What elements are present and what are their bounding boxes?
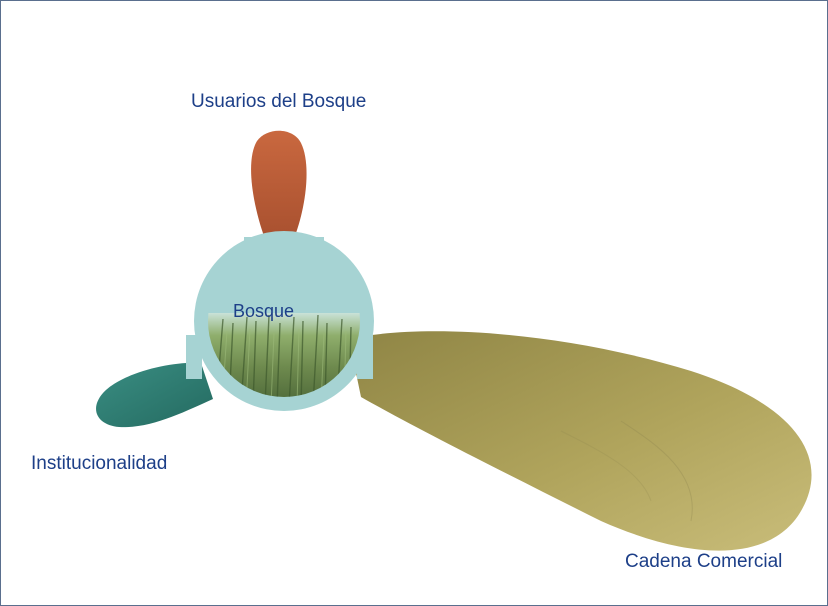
forest-photo bbox=[201, 313, 371, 406]
forest-users-label: Usuarios del Bosque bbox=[191, 91, 366, 113]
forest-users-blade bbox=[251, 131, 306, 241]
forest-label: Bosque bbox=[233, 301, 294, 322]
commercial-chain-label: Cadena Comercial bbox=[625, 551, 782, 573]
institutions-label: Institucionalidad bbox=[31, 453, 167, 475]
